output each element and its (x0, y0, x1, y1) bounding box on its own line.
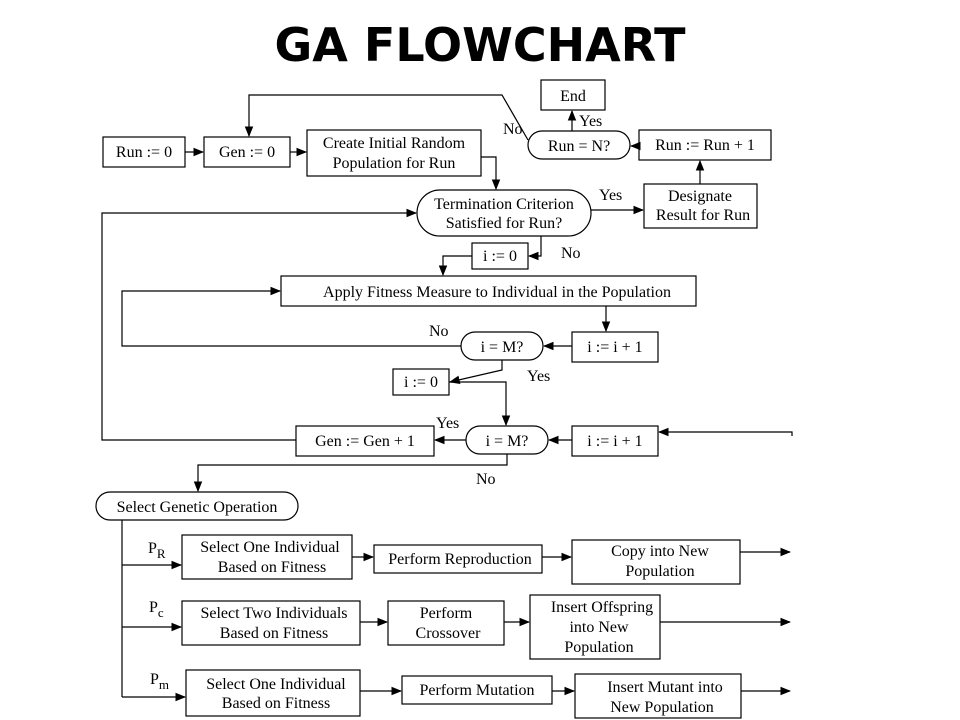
select-one-2-line-2: Based on Fitness (222, 695, 330, 712)
crossover-line-2: Crossover (416, 625, 482, 642)
fitness-label: Apply Fitness Measure to Individual in t… (323, 284, 671, 301)
select-two-line-1: Select Two Individuals (200, 605, 347, 622)
i-increment-box-a (571, 331, 659, 363)
insert-offspring-line-3: Population (564, 639, 633, 656)
i-increment-box-b (571, 425, 659, 457)
label-no-run: No (503, 121, 523, 138)
insert-offspring-line-2: into New (569, 619, 629, 636)
insert-offspring-box (529, 594, 661, 660)
select-one-2-line-1: Select One Individual (206, 676, 346, 693)
edge-geninc-termination (101, 208, 418, 441)
label-yes-fit: Yes (527, 368, 550, 385)
crossover-box (387, 600, 505, 646)
run-increment-box (638, 129, 772, 161)
select-one-box-1 (181, 534, 353, 580)
end-box (540, 79, 606, 111)
run-zero-label: Run := 0 (116, 144, 172, 161)
i-eq-m-label-a: i = M? (481, 339, 524, 356)
edge-ieqm-b-no-select (193, 454, 508, 493)
i-zero-box-b (392, 368, 450, 396)
crossover-line-1: Perform (420, 605, 473, 622)
edge-return-iinc-b (657, 427, 793, 437)
reproduction-label: Perform Reproduction (388, 551, 532, 568)
prob-crossover: Pc (149, 599, 164, 620)
prob-mutation: Pm (150, 671, 169, 692)
i-increment-label-a: i := i + 1 (587, 339, 642, 356)
end-label: End (560, 88, 586, 105)
edge-run-no-gen0 (244, 94, 529, 141)
edge-term-no-izero (527, 236, 542, 261)
reproduction-box (373, 544, 543, 574)
designate-result-box (643, 183, 758, 229)
edge-izero-fitness (438, 255, 472, 277)
run-increment-label: Run := Run + 1 (655, 137, 755, 154)
label-no-fit: No (429, 323, 449, 340)
edge-create-termination (481, 156, 501, 191)
i-zero-label-b: i := 0 (404, 374, 438, 391)
insert-mutant-box (574, 673, 742, 719)
label-no-term: No (561, 245, 581, 262)
select-operation-label: Select Genetic Operation (117, 499, 278, 516)
page-title: GA FLOWCHART (274, 18, 686, 72)
select-one-1-line-2: Based on Fitness (218, 559, 326, 576)
label-no-gen: No (476, 471, 496, 488)
edge-ieqm-a-yes-izero-b (448, 360, 503, 385)
i-eq-m-label-b: i = M? (486, 433, 529, 450)
designate-line-2: Result for Run (656, 207, 750, 224)
insert-mutant-line-2: New Population (610, 699, 714, 716)
run-eq-n-label: Run = N? (548, 138, 610, 155)
copy-line-2: Population (625, 563, 694, 580)
label-yes-gen: Yes (436, 415, 459, 432)
select-one-1-line-1: Select One Individual (200, 539, 340, 556)
designate-line-1: Designate (668, 188, 732, 205)
gen-increment-box (295, 425, 435, 457)
gen-zero-label: Gen := 0 (219, 144, 275, 161)
label-yes-end: Yes (579, 113, 602, 130)
mutation-label: Perform Mutation (419, 682, 534, 699)
copy-population-box (571, 539, 741, 585)
termination-line-1: Termination Criterion (434, 196, 574, 213)
select-one-box-2 (185, 669, 361, 717)
label-yes-term: Yes (599, 187, 622, 204)
i-zero-label-a: i := 0 (483, 248, 517, 265)
fitness-box (280, 275, 697, 307)
create-population-box (306, 129, 482, 177)
select-two-line-2: Based on Fitness (220, 625, 328, 642)
termination-line-2: Satisfied for Run? (446, 215, 562, 232)
gen-increment-label: Gen := Gen + 1 (315, 433, 415, 450)
create-population-line-1: Create Initial Random (323, 135, 466, 152)
insert-mutant-line-1: Insert Mutant into (607, 679, 723, 696)
edge-izero-b-ieqm-b (449, 381, 511, 427)
edge-ieqm-a-no-fitness (121, 286, 461, 347)
insert-offspring-line-1: Insert Offspring (551, 599, 653, 616)
i-increment-label-b: i := i + 1 (587, 433, 642, 450)
copy-line-1: Copy into New (611, 543, 709, 560)
mutation-box (401, 675, 553, 705)
select-two-box (181, 600, 361, 646)
i-zero-box-a (471, 242, 529, 270)
create-population-line-2: Population for Run (333, 155, 456, 172)
prob-reproduction: PR (148, 540, 166, 561)
